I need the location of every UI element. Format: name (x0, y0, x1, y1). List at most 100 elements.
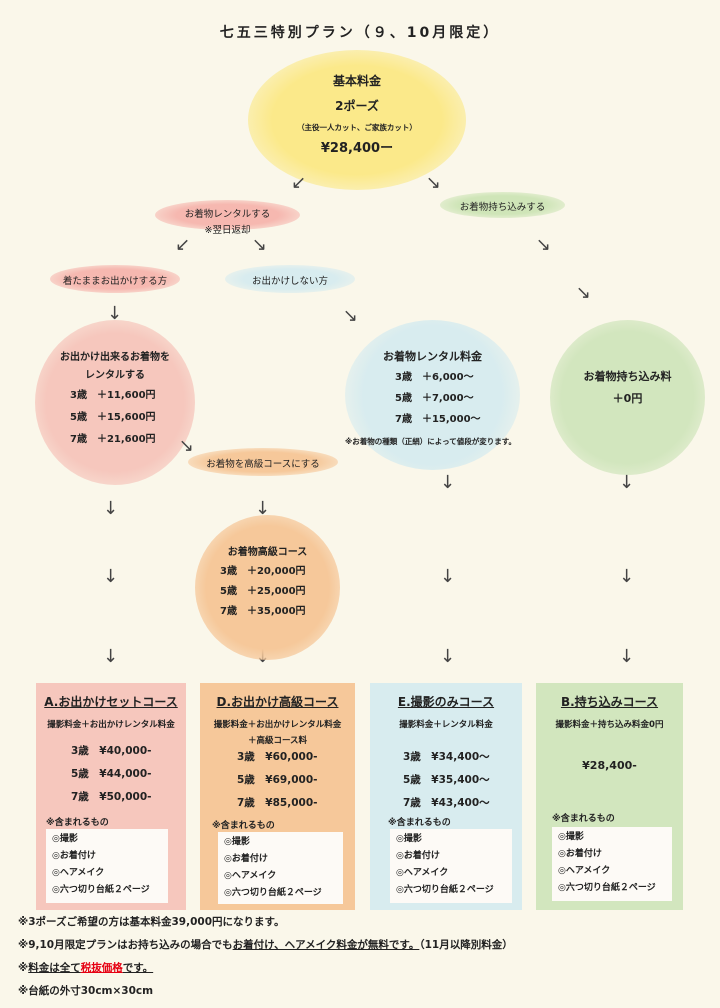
course-card-a: A.お出かけセットコース 撮影料金＋お出かけレンタル料金 3歳 ¥40,000-… (36, 683, 186, 910)
rental-fee-3: 3歳 ＋6,000～ (395, 372, 474, 383)
course-card-b: B.持ち込みコース 撮影料金＋持ち込み料金0円 ¥28,400- ※含まれるもの… (536, 683, 683, 910)
luxury-title: お着物高級コース (227, 547, 308, 558)
arrow-down-icon: ↓ (103, 498, 119, 519)
include-item: ◎六つ切り台紙２ページ (558, 883, 656, 893)
luxury-price-3: 3歳 ＋20,000円 (220, 566, 306, 577)
rental-fee-7: 7歳 ＋15,000～ (395, 414, 481, 425)
include-box: ◎撮影 ◎お着付け ◎ヘアメイク ◎六つ切り台紙２ページ (390, 829, 512, 903)
outing-price-7: 7歳 ＋21,600円 (70, 434, 156, 445)
arrow-down-icon: ↓ (440, 566, 456, 587)
include-item: ◎六つ切り台紙２ページ (396, 885, 494, 895)
luxury-price-7: 7歳 ＋35,000円 (220, 606, 306, 617)
outing-rental-line2: レンタルする (85, 370, 145, 381)
card-price: 5歳 ¥44,000- (71, 768, 152, 780)
outing-rental-blob (35, 320, 195, 485)
include-label: ※含まれるもの (552, 814, 615, 824)
card-sub: ＋高級コース料 (247, 736, 308, 746)
no-outing-pill (225, 265, 355, 293)
base-price-blob (248, 50, 466, 190)
arrow-down-right-icon: ↓ (421, 170, 447, 197)
arrow-down-left-icon: ↓ (169, 232, 195, 259)
upgrade-label: お着物を高級コースにする (206, 459, 320, 470)
luxury-price-5: 5歳 ＋25,000円 (220, 586, 306, 597)
base-price: ¥28,400ー (320, 141, 394, 156)
include-box: ◎撮影 ◎お着付け ◎ヘアメイク ◎六つ切り台紙２ページ (218, 832, 343, 904)
base-label: 基本料金 (332, 74, 381, 88)
card-price: 7歳 ¥43,400～ (403, 797, 490, 809)
arrow-down-icon: ↓ (440, 472, 456, 493)
arrow-down-right-icon: ↓ (247, 232, 273, 259)
note-1: ※3ポーズご希望の方は基本料金39,000円になります。 (18, 916, 285, 928)
page-title: 七五三特別プラン（９、10月限定） (219, 25, 501, 41)
include-item: ◎ヘアメイク (52, 868, 105, 878)
card-title: E.撮影のみコース (397, 695, 495, 709)
outing-price-5: 5歳 ＋15,600円 (70, 412, 156, 423)
arrow-down-icon: ↓ (619, 566, 635, 587)
include-item: ◎撮影 (224, 837, 250, 847)
card-sub: 撮影料金＋お出かけレンタル料金 (47, 720, 175, 730)
rental-fee-note: ※お着物の種類（正絹）によって値段が変ります。 (345, 437, 516, 446)
bring-pill (440, 192, 565, 218)
arrow-down-right-icon: ↓ (531, 232, 557, 259)
arrow-down-icon: ↓ (103, 566, 119, 587)
bring-fee-title: お着物持ち込み料 (583, 370, 672, 383)
arrow-down-right-icon: ↓ (571, 280, 597, 307)
upgrade-pill (188, 448, 338, 476)
outing-price-3: 3歳 ＋11,600円 (70, 390, 156, 401)
include-item: ◎ヘアメイク (396, 868, 449, 878)
outing-pill (50, 265, 180, 293)
include-label: ※含まれるもの (46, 818, 109, 828)
include-item: ◎ヘアメイク (224, 871, 277, 881)
card-sub: 撮影料金＋お出かけレンタル料金 (213, 720, 342, 730)
arrow-down-icon: ↓ (619, 472, 635, 493)
arrow-down-icon: ↓ (255, 498, 271, 519)
rental-fee-blob (345, 320, 520, 470)
card-price: 3歳 ¥60,000- (237, 751, 318, 763)
card-price: 3歳 ¥40,000- (71, 745, 152, 757)
card-price: 5歳 ¥35,400～ (403, 774, 490, 786)
base-poses: 2ポーズ (335, 99, 379, 113)
rental-fee-5: 5歳 ＋7,000～ (395, 393, 474, 404)
arrow-down-icon: ↓ (103, 646, 119, 667)
rental-note: ※翌日返却 (204, 225, 251, 236)
card-price: 7歳 ¥85,000- (237, 797, 318, 809)
bring-label: お着物持ち込みする (459, 202, 546, 213)
include-label: ※含まれるもの (212, 821, 275, 831)
include-item: ◎お着付け (558, 849, 602, 859)
include-item: ◎六つ切り台紙２ページ (224, 888, 322, 898)
include-box: ◎撮影 ◎お着付け ◎ヘアメイク ◎六つ切り台紙２ページ (552, 827, 672, 901)
include-item: ◎お着付け (396, 851, 440, 861)
bring-fee-blob (550, 320, 705, 475)
note-3: ※料金は全て税抜価格です。 (18, 962, 154, 974)
arrow-down-icon: ↓ (107, 303, 123, 324)
include-item: ◎撮影 (396, 834, 422, 844)
arrow-down-right-icon: ↓ (338, 303, 364, 330)
outing-label: 着たままお出かけする方 (62, 276, 168, 287)
rental-label: お着物レンタルする (184, 209, 271, 220)
card-price: 7歳 ¥50,000- (71, 791, 152, 803)
card-price: ¥28,400- (582, 759, 637, 772)
card-title: B.持ち込みコース (560, 695, 659, 709)
include-item: ◎ヘアメイク (558, 866, 611, 876)
card-price: 3歳 ¥34,400～ (403, 751, 490, 763)
note-2: ※9,10月限定プランはお持ち込みの場合でもお着付け、ヘアメイク料金が無料です。… (18, 939, 513, 951)
arrow-down-icon: ↓ (619, 646, 635, 667)
include-item: ◎六つ切り台紙２ページ (52, 885, 150, 895)
course-card-d: D.お出かけ高級コース 撮影料金＋お出かけレンタル料金 ＋高級コース料 3歳 ¥… (200, 683, 355, 910)
include-item: ◎撮影 (52, 834, 78, 844)
include-item: ◎お着付け (224, 854, 268, 864)
card-sub: 撮影料金＋持ち込み料金0円 (555, 720, 664, 730)
include-label: ※含まれるもの (388, 818, 451, 828)
card-title: D.お出かけ高級コース (216, 695, 339, 709)
rental-fee-title: お着物レンタル料金 (383, 350, 482, 363)
arrow-down-left-icon: ↓ (285, 170, 311, 197)
outing-rental-line1: お出かけ出来るお着物を (60, 352, 170, 363)
card-title: A.お出かけセットコース (44, 695, 178, 709)
course-card-e: E.撮影のみコース 撮影料金＋レンタル料金 3歳 ¥34,400～ 5歳 ¥35… (370, 683, 522, 910)
card-price: 5歳 ¥69,000- (237, 774, 318, 786)
arrow-down-icon: ↓ (440, 646, 456, 667)
card-sub: 撮影料金＋レンタル料金 (399, 720, 493, 730)
luxury-blob (195, 515, 340, 660)
note-4: ※台紙の外寸30cm×30cm (18, 985, 154, 997)
include-box: ◎撮影 ◎お着付け ◎ヘアメイク ◎六つ切り台紙２ページ (46, 829, 168, 903)
